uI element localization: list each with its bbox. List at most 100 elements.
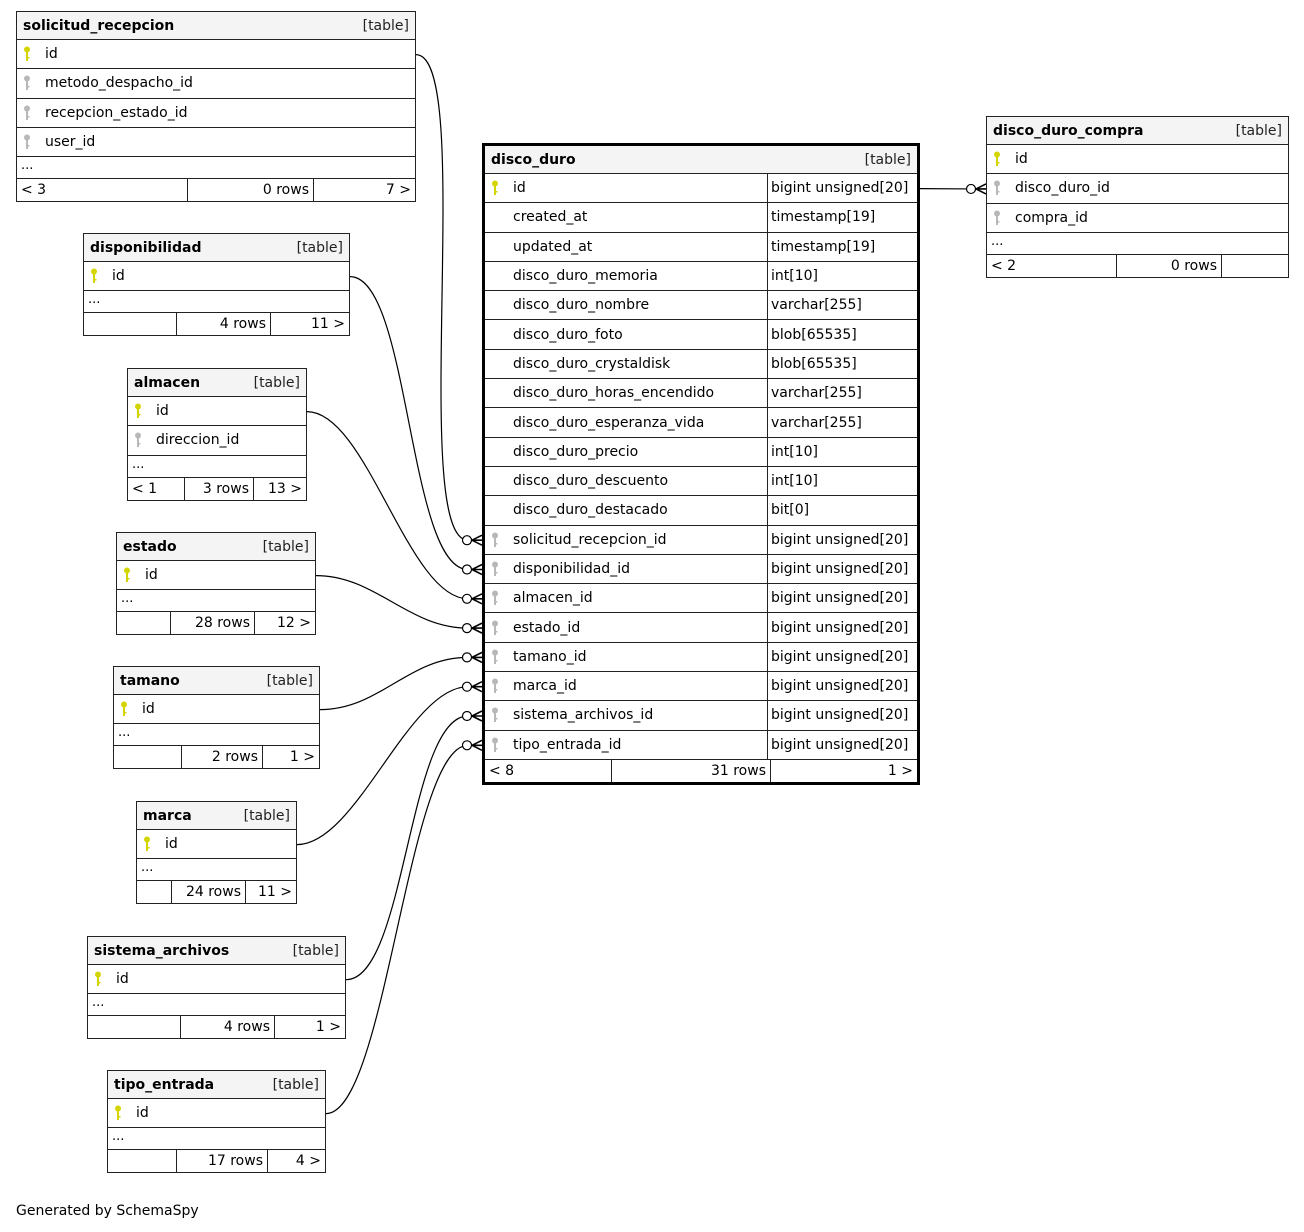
column-row[interactable]: disco_duro_id [987,174,1288,204]
column-row[interactable]: compra_id [987,204,1288,233]
children-link[interactable]: 1 > [770,759,917,782]
table-header[interactable]: tipo_entrada[table] [108,1071,325,1099]
table-header[interactable]: sistema_archivos[table] [88,937,345,965]
more-columns-ellipsis[interactable]: ... [17,157,415,180]
more-columns-ellipsis[interactable]: ... [84,291,349,314]
column-type: bigint unsigned[20] [767,174,917,203]
more-columns-ellipsis[interactable]: ... [114,724,319,747]
children-link[interactable]: 4 > [267,1150,325,1173]
children-link[interactable] [1221,254,1288,277]
parents-link[interactable]: < 1 [132,480,158,497]
table-name: tamano [120,672,180,689]
row-count: 4 rows [180,1016,274,1039]
table-header[interactable]: tamano[table] [114,667,319,695]
column-type: bit[0] [767,496,917,525]
column-row[interactable]: id [108,1099,325,1129]
more-columns-ellipsis[interactable]: ... [987,233,1288,255]
optional-circle-icon [461,593,473,604]
column-cell: disco_duro_memoria [485,268,767,284]
children-link[interactable]: 13 > [253,477,306,500]
children-link[interactable]: 11 > [245,881,296,904]
table-header[interactable]: marca[table] [137,802,296,830]
table-header[interactable]: estado[table] [117,533,315,561]
column-row[interactable]: id [128,397,306,427]
column-row[interactable]: user_id [17,128,415,158]
parents-link[interactable] [137,881,171,903]
children-link[interactable]: 7 > [313,179,415,202]
relationship-line [345,715,469,981]
parents-link[interactable]: < 2 [991,257,1017,274]
column-row[interactable]: recepcion_estado_id [17,99,415,128]
column-name: almacen_id [513,590,593,607]
column-row[interactable]: id [117,561,315,591]
children-link[interactable]: 12 > [254,612,315,635]
column-row[interactable]: id [88,965,345,995]
row-count: 3 rows [184,477,253,500]
parents-link[interactable]: < 8 [489,762,515,779]
column-row[interactable]: id [114,695,319,725]
column-row[interactable]: metodo_despacho_id [17,69,415,99]
more-columns-ellipsis[interactable]: ... [137,859,296,882]
parents-link[interactable] [117,612,170,634]
table-header[interactable]: almacen[table] [128,369,306,397]
table-kind: [table] [362,17,409,34]
column-row[interactable]: id [137,830,296,860]
table-header[interactable]: disco_duro[table] [485,146,917,174]
more-columns-ellipsis[interactable]: ... [88,994,345,1017]
table-kind: [table] [243,807,290,824]
table-header[interactable]: solicitud_recepcion[table] [17,12,415,40]
column-row[interactable]: id [17,40,415,70]
parents-link[interactable] [84,313,176,335]
parents-link[interactable]: < 3 [21,182,47,199]
column-row[interactable]: id [84,262,349,292]
more-columns-ellipsis[interactable]: ... [117,590,315,613]
foreign-key-icon [993,180,1005,196]
parents-link[interactable] [88,1016,180,1038]
parents-link[interactable] [114,746,181,768]
column-row[interactable]: id [987,145,1288,175]
parents-link[interactable] [108,1150,176,1172]
column-cell: disco_duro_foto [485,327,767,343]
table-header[interactable]: disco_duro_compra[table] [987,117,1288,145]
more-columns-ellipsis[interactable]: ... [108,1128,325,1151]
column-cell: user_id [17,134,415,150]
more-columns-ellipsis[interactable]: ... [128,456,306,478]
children-link[interactable]: 11 > [270,313,349,336]
children-link[interactable]: 1 > [262,746,319,769]
table-header[interactable]: disponibilidad[table] [84,234,349,262]
children-link[interactable]: 1 > [274,1016,345,1039]
credit-text: Generated by SchemaSpy [16,1203,199,1219]
column-row[interactable]: direccion_id [128,426,306,456]
foreign-key-icon [491,678,503,694]
